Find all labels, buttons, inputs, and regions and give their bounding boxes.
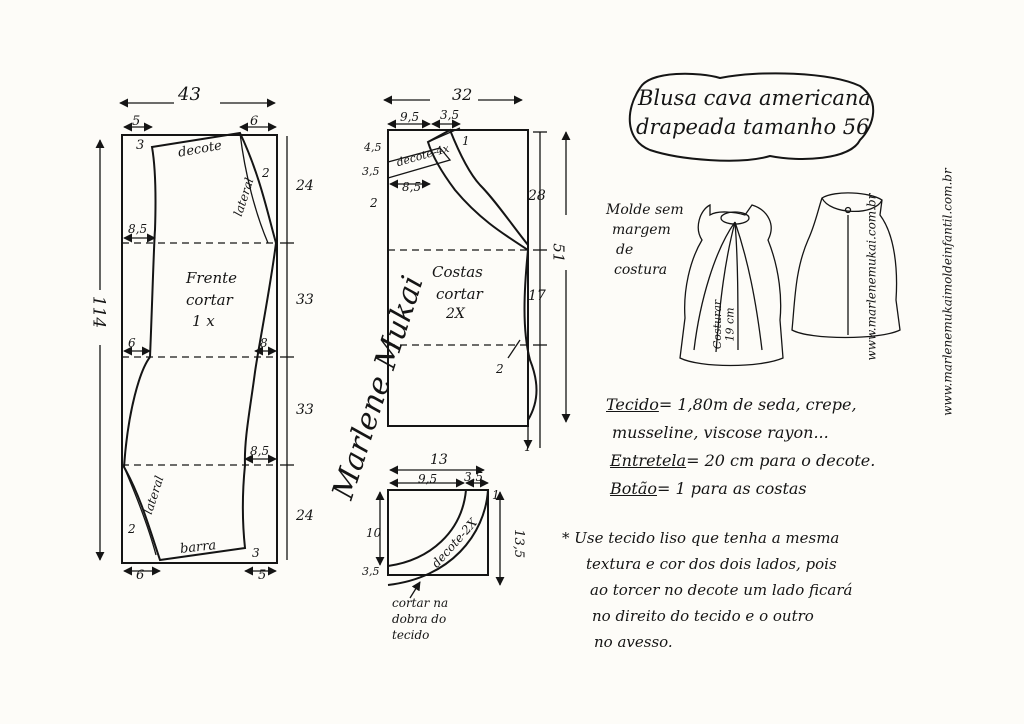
collar-bounding-box xyxy=(387,489,489,576)
front-bounding-box xyxy=(121,134,278,564)
website-1: www.marlenemukai.com.br xyxy=(864,193,879,361)
button-line: Botão= 1 para as costas xyxy=(610,479,807,499)
note-line-4: no direito do tecido e o outro xyxy=(592,607,814,625)
back-width: 32 xyxy=(452,85,473,104)
back-seg-1: 28 xyxy=(528,188,546,204)
front-cut-1: cortar xyxy=(186,291,233,309)
model-label-4: costura xyxy=(614,262,668,278)
model-label-3: de xyxy=(616,242,634,258)
front-in-2: 6 xyxy=(128,336,136,350)
collar-outline xyxy=(387,489,490,586)
front-seg-4: 24 xyxy=(296,508,314,524)
back-outline xyxy=(387,128,538,427)
back-dart: 2 xyxy=(496,362,504,376)
collar-note-2: dobra do xyxy=(392,612,447,626)
fabric-text-2: musseline, viscose rayon... xyxy=(612,423,829,442)
collar-right: 13,5 xyxy=(511,529,527,559)
model-label-1: Molde sem xyxy=(606,202,684,218)
front-outline xyxy=(122,131,278,562)
collar-pattern-piece xyxy=(375,465,505,599)
front-top-left: 5 xyxy=(132,114,141,129)
collar-width: 13 xyxy=(430,452,448,468)
back-top-3: 1 xyxy=(462,134,470,148)
back-left-3: 2 xyxy=(370,196,378,210)
front-curve-top: 2 xyxy=(262,166,270,180)
front-width: 43 xyxy=(178,84,201,105)
front-bottom-left: 6 xyxy=(136,568,145,583)
note-line-2: textura e cor dos dois lados, pois xyxy=(586,555,837,573)
back-cut-2: 2X xyxy=(446,306,465,322)
front-bottom-right: 5 xyxy=(258,568,267,583)
front-in-3: 8 xyxy=(260,336,268,350)
back-seg-2: 17 xyxy=(528,288,546,304)
front-top-side: 3 xyxy=(136,138,145,153)
back-inner: 8,5 xyxy=(402,180,422,194)
collar-note-3: tecido xyxy=(392,628,430,642)
collar-w2: 3,5 xyxy=(464,470,484,484)
front-top-right: 6 xyxy=(250,114,259,129)
front-cut-2: 1 x xyxy=(192,312,215,330)
title-cloud xyxy=(628,72,875,162)
title-line-2: drapeada tamanho 56 xyxy=(636,115,870,139)
model-label-2: margem xyxy=(612,222,671,238)
collar-note-1: cortar na xyxy=(392,596,449,610)
collar-left-2: 3,5 xyxy=(362,565,380,578)
collar-left-1: 10 xyxy=(366,526,382,540)
title-line-1: Blusa cava americana xyxy=(638,86,871,110)
back-bottom: 1 xyxy=(524,440,532,454)
interfacing-text: = 20 cm para o decote. xyxy=(686,451,876,470)
back-top-1: 9,5 xyxy=(400,110,420,124)
back-dart-line xyxy=(507,339,521,359)
website-2: www.marlenemukaimoldeinfantil.com.br xyxy=(940,168,955,416)
collar-w1: 9,5 xyxy=(418,472,438,486)
back-top-2: 3,5 xyxy=(440,108,460,122)
note-line-1: * Use tecido liso que tenha a mesma xyxy=(562,529,840,547)
front-piece-name: Frente xyxy=(186,269,238,287)
collar-fold-arrow xyxy=(409,581,421,599)
note-line-5: no avesso. xyxy=(594,633,673,651)
front-in-1: 8,5 xyxy=(128,222,148,236)
front-seg-1: 24 xyxy=(296,178,314,194)
back-neck-top xyxy=(427,127,461,143)
front-height: 114 xyxy=(88,295,109,329)
fabric-key: Tecido xyxy=(606,395,659,414)
front-lower-inner-line xyxy=(123,466,157,556)
front-curve-bottom: 2 xyxy=(128,522,136,536)
back-piece-name: Costas xyxy=(432,263,483,281)
interfacing-key: Entretela xyxy=(610,451,687,470)
fabric-line: Tecido= 1,80m de seda, crepe, xyxy=(606,395,857,415)
collar-top-right: 1 xyxy=(492,488,500,502)
front-in-4: 8,5 xyxy=(250,444,270,458)
back-pattern-piece xyxy=(383,95,571,449)
back-left-2: 3,5 xyxy=(362,165,380,178)
front-side-inner-line xyxy=(239,132,269,244)
front-pattern-piece xyxy=(95,98,294,576)
front-seg-3: 33 xyxy=(296,402,314,418)
button-key: Botão xyxy=(610,479,657,498)
front-bottom-hem: 3 xyxy=(252,546,260,560)
front-seg-2: 33 xyxy=(296,292,314,308)
back-height: 51 xyxy=(549,243,568,263)
button-text: = 1 para as costas xyxy=(657,479,807,498)
back-left-1: 4,5 xyxy=(364,141,382,154)
fabric-text: = 1,80m de seda, crepe, xyxy=(658,395,857,414)
note-line-3: ao torcer no decote um lado ficará xyxy=(590,581,853,599)
back-cut-1: cortar xyxy=(436,285,483,303)
back-neck-band xyxy=(387,147,452,179)
sketch-label-2: 19 cm xyxy=(723,307,737,342)
front-view-sketch xyxy=(679,203,784,367)
back-view-sketch xyxy=(791,192,901,339)
interfacing-line: Entretela= 20 cm para o decote. xyxy=(610,451,876,471)
